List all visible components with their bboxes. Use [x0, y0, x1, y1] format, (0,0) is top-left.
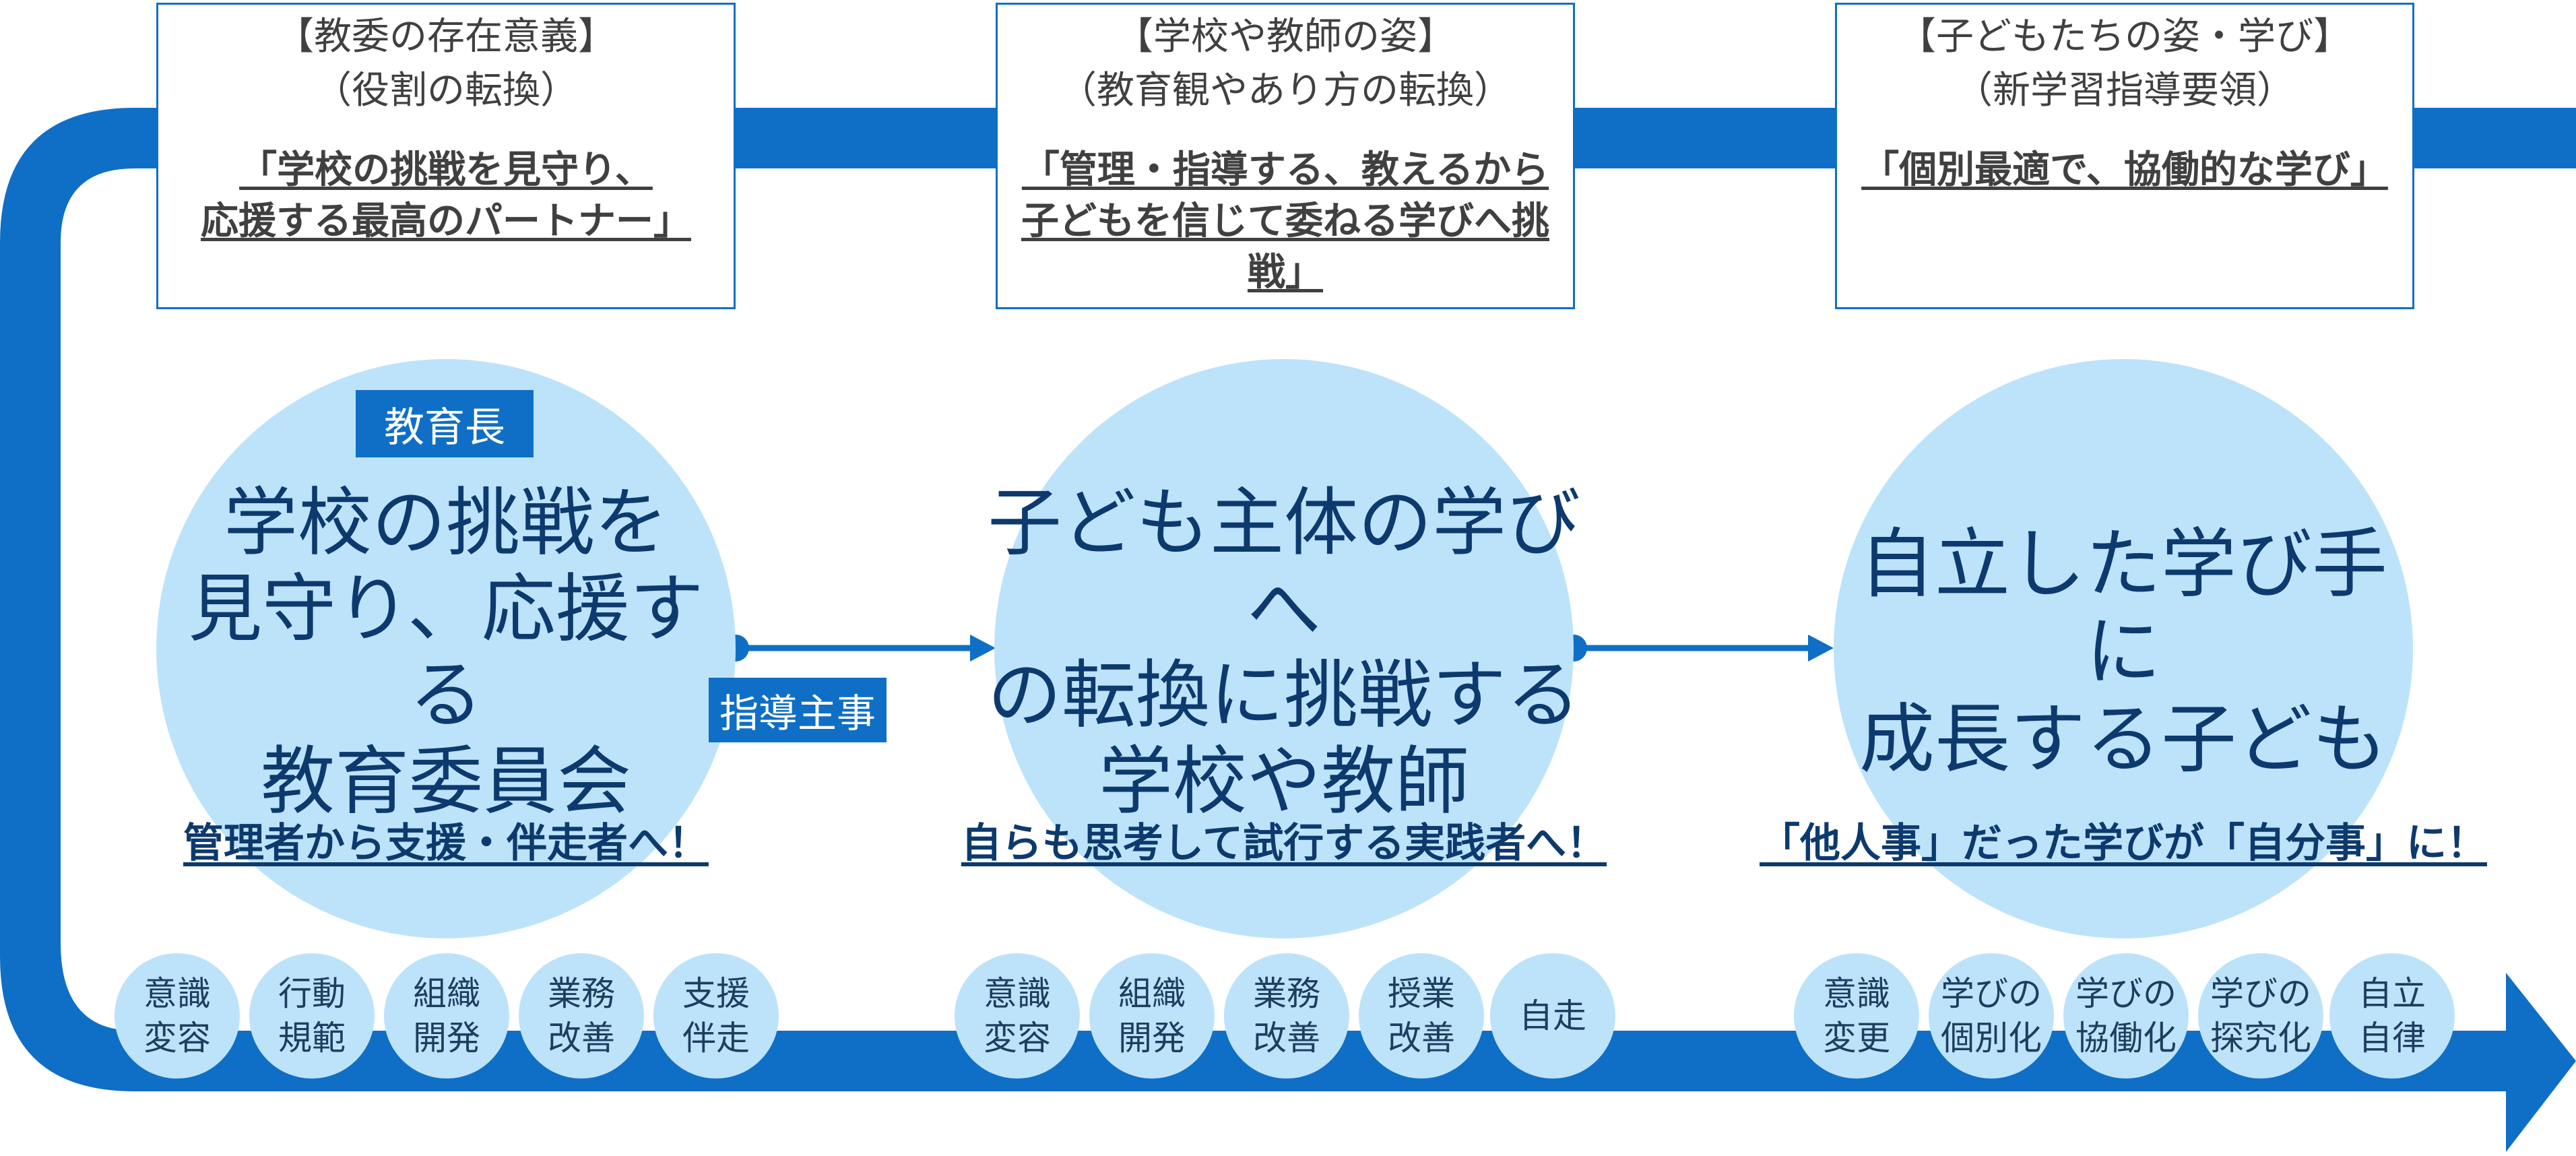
- keyword-bubble: 業務 改善: [519, 953, 644, 1079]
- stage-main-text: 学校の挑戦を 見守り、応援する 教育委員会: [188, 480, 704, 825]
- stage-tagline: 管理者から支援・伴走者へ！: [183, 820, 709, 867]
- keyword-bubble: 意識 変容: [955, 953, 1080, 1079]
- keyword-bubble: 組織 開発: [1089, 953, 1215, 1079]
- stage-tagline: 自らも思考して試行する実践者へ！: [961, 820, 1607, 867]
- flow-arrowhead: [2506, 973, 2576, 1152]
- connector-arrowhead-1: [970, 635, 996, 662]
- top-box-subheading: （教育観やあり方の転換）: [1059, 69, 1512, 113]
- top-box-role: 【教委の存在意義】 （役割の転換） 「学校の挑戦を見守り、 応援する最高のパート…: [156, 3, 736, 309]
- keyword-bubble: 組織 開発: [384, 953, 509, 1079]
- stage-circle-children: [1834, 359, 2413, 938]
- keyword-bubble: 自立 自律: [2329, 953, 2455, 1079]
- keyword-bubble: 学びの 探究化: [2198, 953, 2323, 1079]
- top-box-quote: 「学校の挑戦を見守り、 応援する最高のパートナー」: [201, 148, 691, 243]
- top-box-children: 【子どもたちの姿・学び】 （新学習指導要領） 「個別最適で、協働的な学び」: [1835, 3, 2414, 309]
- keyword-bubble: 学びの 個別化: [1929, 953, 2054, 1079]
- top-box-quote: 「個別最適で、協働的な学び」: [1861, 148, 2388, 192]
- top-box-heading: 【教委の存在意義】: [276, 15, 616, 59]
- stage-main-text: 子ども主体の学びへ の転換に挑戦する 学校や教師: [988, 480, 1580, 825]
- keyword-bubble: 支援 伴走: [653, 953, 779, 1079]
- connector-arrowhead-2: [1808, 635, 1834, 662]
- top-box-subheading: （役割の転換）: [314, 69, 578, 113]
- superintendent-badge: 教育長: [356, 390, 534, 457]
- top-box-quote: 「管理・指導する、教えるから 子どもを信じて委ねる学びへ挑戦」: [1021, 148, 1549, 294]
- keyword-bubble: 行動 規範: [249, 953, 375, 1079]
- top-box-subheading: （新学習指導要領）: [1955, 69, 2294, 113]
- keyword-bubble: 授業 改善: [1359, 953, 1484, 1079]
- keyword-bubble: 意識 変容: [115, 953, 240, 1079]
- top-box-heading: 【子どもたちの姿・学び】: [1898, 15, 2351, 59]
- supervisor-badge: 指導主事: [709, 678, 887, 742]
- top-box-school: 【学校や教師の姿】 （教育観やあり方の転換） 「管理・指導する、教えるから 子ど…: [996, 3, 1575, 309]
- keyword-bubble: 自走: [1490, 953, 1615, 1079]
- stage-circle-school: [994, 359, 1574, 938]
- top-box-heading: 【学校や教師の姿】: [1116, 15, 1455, 59]
- stage-main-text: 自立した学び手に 成長する子ども: [1859, 521, 2387, 783]
- keyword-bubble: 業務 改善: [1224, 953, 1349, 1079]
- keyword-bubble: 意識 変更: [1794, 953, 1919, 1079]
- stage-tagline: 「他人事」だった学びが「自分事」に！: [1760, 820, 2487, 867]
- keyword-bubble: 学びの 協働化: [2063, 953, 2189, 1079]
